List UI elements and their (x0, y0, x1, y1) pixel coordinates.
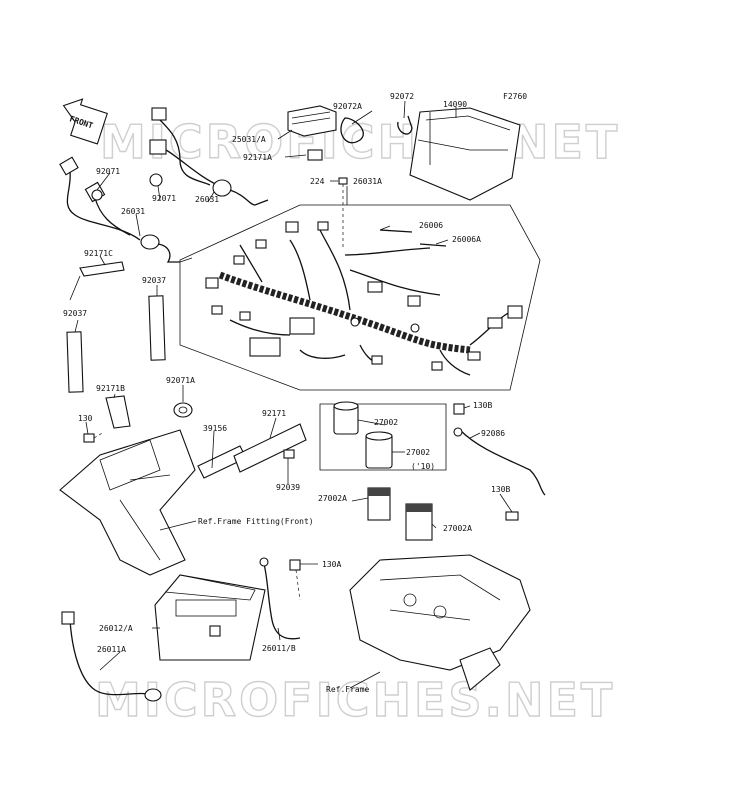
bracket-92171C (69, 261, 125, 301)
battery (154, 574, 266, 661)
figure-code: F2760 (503, 92, 527, 101)
callout-26011B: 26011/B (262, 644, 296, 653)
callout-27002-b: 27002 (406, 448, 430, 457)
callout-92037-a: 92037 (63, 309, 87, 318)
callout-92072: 92072 (390, 92, 414, 101)
watermark-bottom: MICROFICHES.NET (95, 673, 615, 727)
main-harness (205, 221, 523, 376)
callout-26031A: 26031A (353, 177, 382, 186)
relay-box (287, 105, 337, 161)
callout-224: 224 (310, 177, 325, 186)
callout-26011A: 26011A (97, 645, 126, 654)
battery-cable-B (259, 557, 301, 640)
callout-130A: 130A (322, 560, 341, 569)
clamp-92072A-icon (340, 117, 364, 144)
relay-27002-b (365, 431, 393, 469)
strap-92037-a (66, 331, 84, 393)
bolt-130-icon (83, 431, 105, 443)
sensor-harness-left (59, 156, 193, 263)
callout-year-10: ('10) (411, 462, 435, 471)
plate-92171B (105, 395, 131, 429)
callout-14090: 14090 (443, 100, 467, 109)
relay-27002A-b (405, 503, 433, 541)
relay-27002A-a (367, 487, 391, 521)
callout-92037-b: 92037 (142, 276, 166, 285)
callout-27002-a: 27002 (374, 418, 398, 427)
callout-130: 130 (78, 414, 93, 423)
battery-cable-A (61, 611, 162, 702)
ref-frame: Ref.Frame (326, 685, 370, 694)
frame-fitting-front (59, 429, 196, 576)
relay-27002-a (333, 401, 359, 435)
ref-frame-fitting-front: Ref.Frame Fitting(Front) (198, 517, 314, 526)
ground-cable (453, 403, 546, 521)
callout-92171C: 92171C (84, 249, 113, 258)
leader-lines (74, 100, 513, 689)
grommet-icon-2 (149, 173, 163, 187)
callout-25031A: 25031/A (232, 135, 266, 144)
relay-group-frame (319, 403, 447, 471)
grommet-icon (91, 189, 103, 201)
callout-92171A: 92171A (243, 153, 272, 162)
callout-92071A: 92071A (166, 376, 195, 385)
callout-26006: 26006 (419, 221, 443, 230)
harness-cover (409, 107, 521, 201)
callout-92072A: 92072A (333, 102, 362, 111)
main-harness-outline (179, 204, 541, 391)
callout-26031-b: 26031 (195, 195, 219, 204)
callout-27002A-b: 27002A (443, 524, 472, 533)
callout-92171: 92171 (262, 409, 286, 418)
connector-26006A (419, 243, 447, 247)
callout-130B-a: 130B (473, 401, 492, 410)
callout-92071-a: 92071 (96, 167, 120, 176)
callout-27002A-a: 27002A (318, 494, 347, 503)
callout-26012A: 26012/A (99, 624, 133, 633)
grommet-92071A-icon (173, 402, 193, 418)
callout-26031-a: 26031 (121, 207, 145, 216)
callout-39156: 39156 (203, 424, 227, 433)
bolt-224-icon (338, 177, 348, 250)
callout-92171B: 92171B (96, 384, 125, 393)
callout-92039: 92039 (276, 483, 300, 492)
callout-92086: 92086 (481, 429, 505, 438)
watermark-top: MICROFICHES.NET (100, 115, 620, 169)
callout-26006A: 26006A (452, 235, 481, 244)
strap-92037-b (148, 295, 166, 361)
callout-92071-b: 92071 (152, 194, 176, 203)
callout-130B-b: 130B (491, 485, 510, 494)
connector-26006 (379, 229, 413, 233)
front-arrow-icon: FRONT (62, 98, 108, 145)
clamp-92072-icon (397, 115, 413, 135)
frame-rear (349, 554, 531, 691)
bracket-92171 (233, 423, 307, 473)
sensor-harness-center (149, 107, 269, 206)
